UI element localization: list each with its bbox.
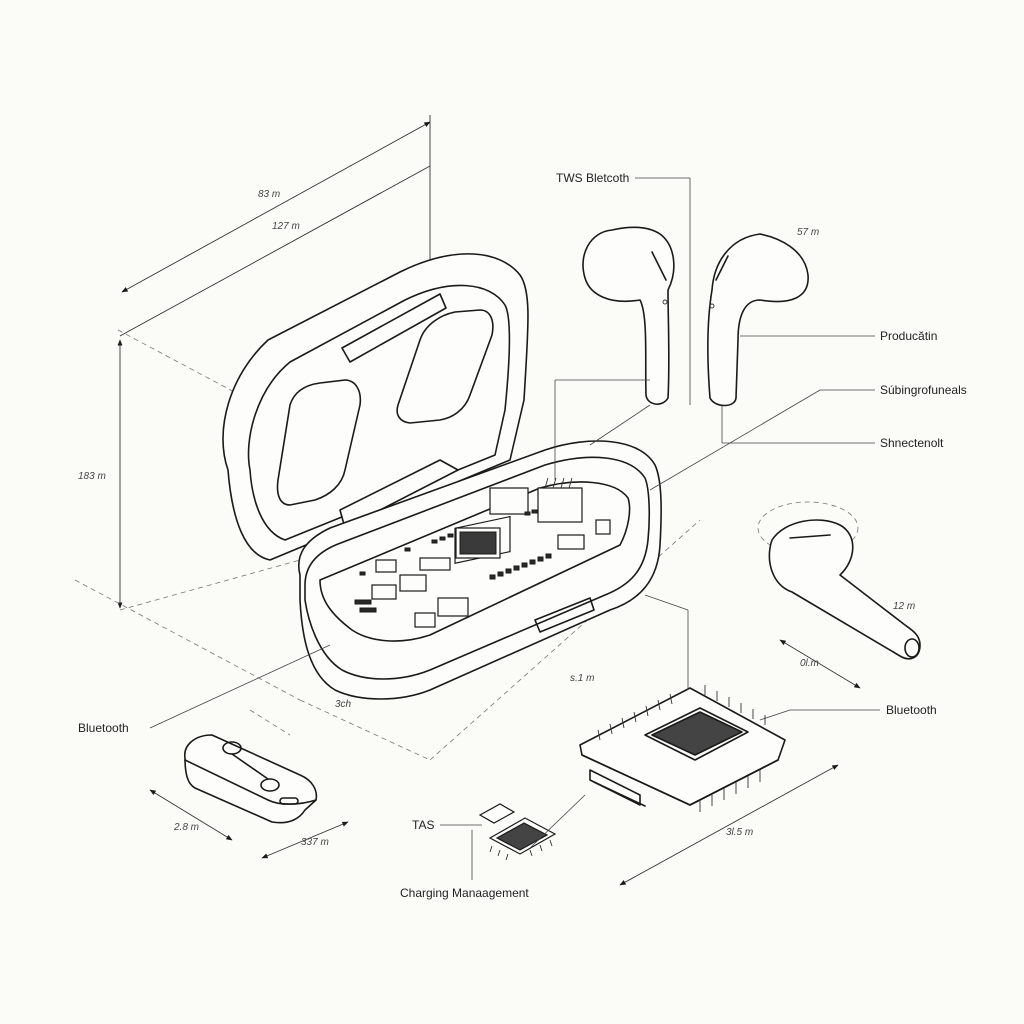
dim-top-inner: 127 m: [272, 221, 300, 232]
label-bluetooth-left: Bluetooth: [78, 721, 129, 735]
dim-height: 183 m: [78, 471, 106, 482]
label-tas: TAS: [412, 818, 435, 832]
dim-case-diagonal: s.1 m: [570, 673, 595, 684]
earbud-pair: [582, 226, 809, 407]
single-earbud: [757, 501, 921, 689]
leader-lines: [149, 177, 880, 880]
dim-earbud-width: 0l.m: [800, 658, 819, 669]
dim-top-outer: 83 m: [258, 189, 281, 200]
label-sub-channels: Súbingrofuneals: [880, 383, 967, 397]
dim-module-width: 2.8 m: [174, 822, 200, 833]
dim-pcb-length: 3l.5 m: [726, 827, 754, 838]
label-tws-bluetooth: TWS Bletcoth: [556, 171, 630, 185]
dim-earbud-top: 57 m: [797, 227, 820, 238]
dim-module-depth: 337 m: [301, 837, 329, 848]
charging-chip: [478, 803, 557, 861]
label-production: Producătin: [880, 329, 938, 343]
battery-module: [149, 734, 349, 859]
label-bluetooth-right: Bluetooth: [886, 703, 937, 717]
case-pcb: [354, 477, 611, 628]
main-pcb: [579, 685, 839, 886]
label-charging-management: Charging Manaagement: [400, 886, 529, 900]
label-shortcut: Shnectenolt: [880, 436, 944, 450]
dim-case-depth: 3ch: [335, 699, 352, 710]
dim-earbud-length: 12 m: [893, 601, 916, 612]
